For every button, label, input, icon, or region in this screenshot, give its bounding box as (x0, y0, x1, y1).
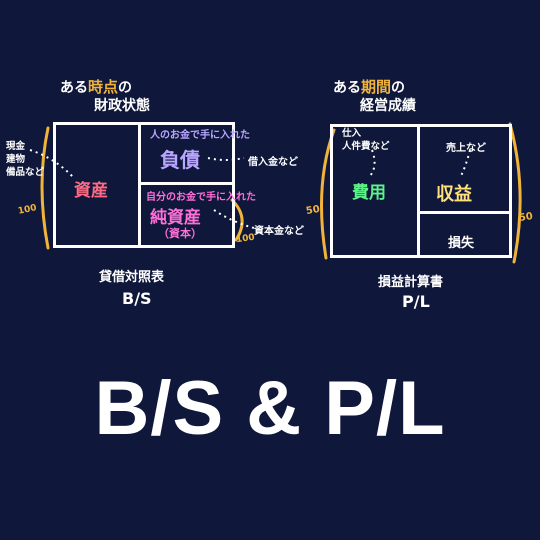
pl-right-brace (508, 122, 522, 264)
pl-heading-prefix: ある (333, 80, 361, 96)
pl-divider-vertical (417, 124, 420, 258)
bs-heading-suffix: の (118, 80, 133, 96)
main-title: B/S & P/L (94, 366, 446, 451)
asset-example-equipment: 備品など (6, 167, 45, 178)
bs-title-jp: 貸借対照表 (99, 270, 165, 285)
bs-heading-prefix: ある (60, 80, 88, 96)
revenue-label: 収益 (436, 184, 472, 205)
bs-divider-horizontal (138, 182, 235, 185)
loss-label: 損失 (448, 236, 475, 251)
pl-title-jp: 損益計算書 (378, 275, 444, 290)
leader-expenses (369, 149, 376, 177)
bs-heading-line1: ある時点の (60, 76, 132, 97)
expense-example-purchases: 仕入 (342, 128, 362, 139)
bs-title-en: B/S (122, 289, 152, 308)
bs-heading-highlight: 時点 (88, 78, 119, 96)
pl-heading-suffix: の (391, 80, 406, 96)
asset-example-cash: 現金 (6, 141, 26, 152)
revenue-example: 売上など (446, 143, 486, 154)
bs-box (53, 122, 235, 248)
pl-heading-highlight: 期間 (361, 78, 392, 96)
equity-caption: 自分のお金で手に入れた (146, 192, 256, 203)
expenses-label: 費用 (352, 183, 386, 203)
liabilities-caption: 人のお金で手に入れた (150, 130, 250, 141)
bs-heading-line2: 財政状態 (94, 98, 150, 114)
bs-left-brace (40, 126, 50, 250)
pl-title-en: P/L (402, 292, 430, 311)
leader-assets (29, 149, 75, 179)
asset-example-buildings: 建物 (6, 154, 26, 165)
expense-examples: 仕入 人件費など (342, 127, 390, 153)
pl-divider-horizontal (417, 211, 512, 214)
pl-heading-line1: ある期間の (333, 76, 405, 97)
pl-heading-line2: 経営成績 (360, 98, 416, 114)
equity-sub-label: （資本） (158, 227, 202, 240)
bs-divider-vertical (138, 122, 141, 248)
pl-right-total: 50 (518, 211, 534, 224)
asset-examples: 現金 建物 備品など (6, 140, 44, 179)
pl-box (330, 124, 512, 258)
expense-example-payroll: 人件費など (342, 141, 390, 152)
liabilities-label: 負債 (160, 148, 200, 172)
liabilities-example: 借入金など (248, 157, 298, 168)
assets-label: 資産 (74, 181, 108, 201)
equity-example: 資本金など (254, 226, 304, 237)
equity-label: 純資産 (150, 208, 201, 228)
